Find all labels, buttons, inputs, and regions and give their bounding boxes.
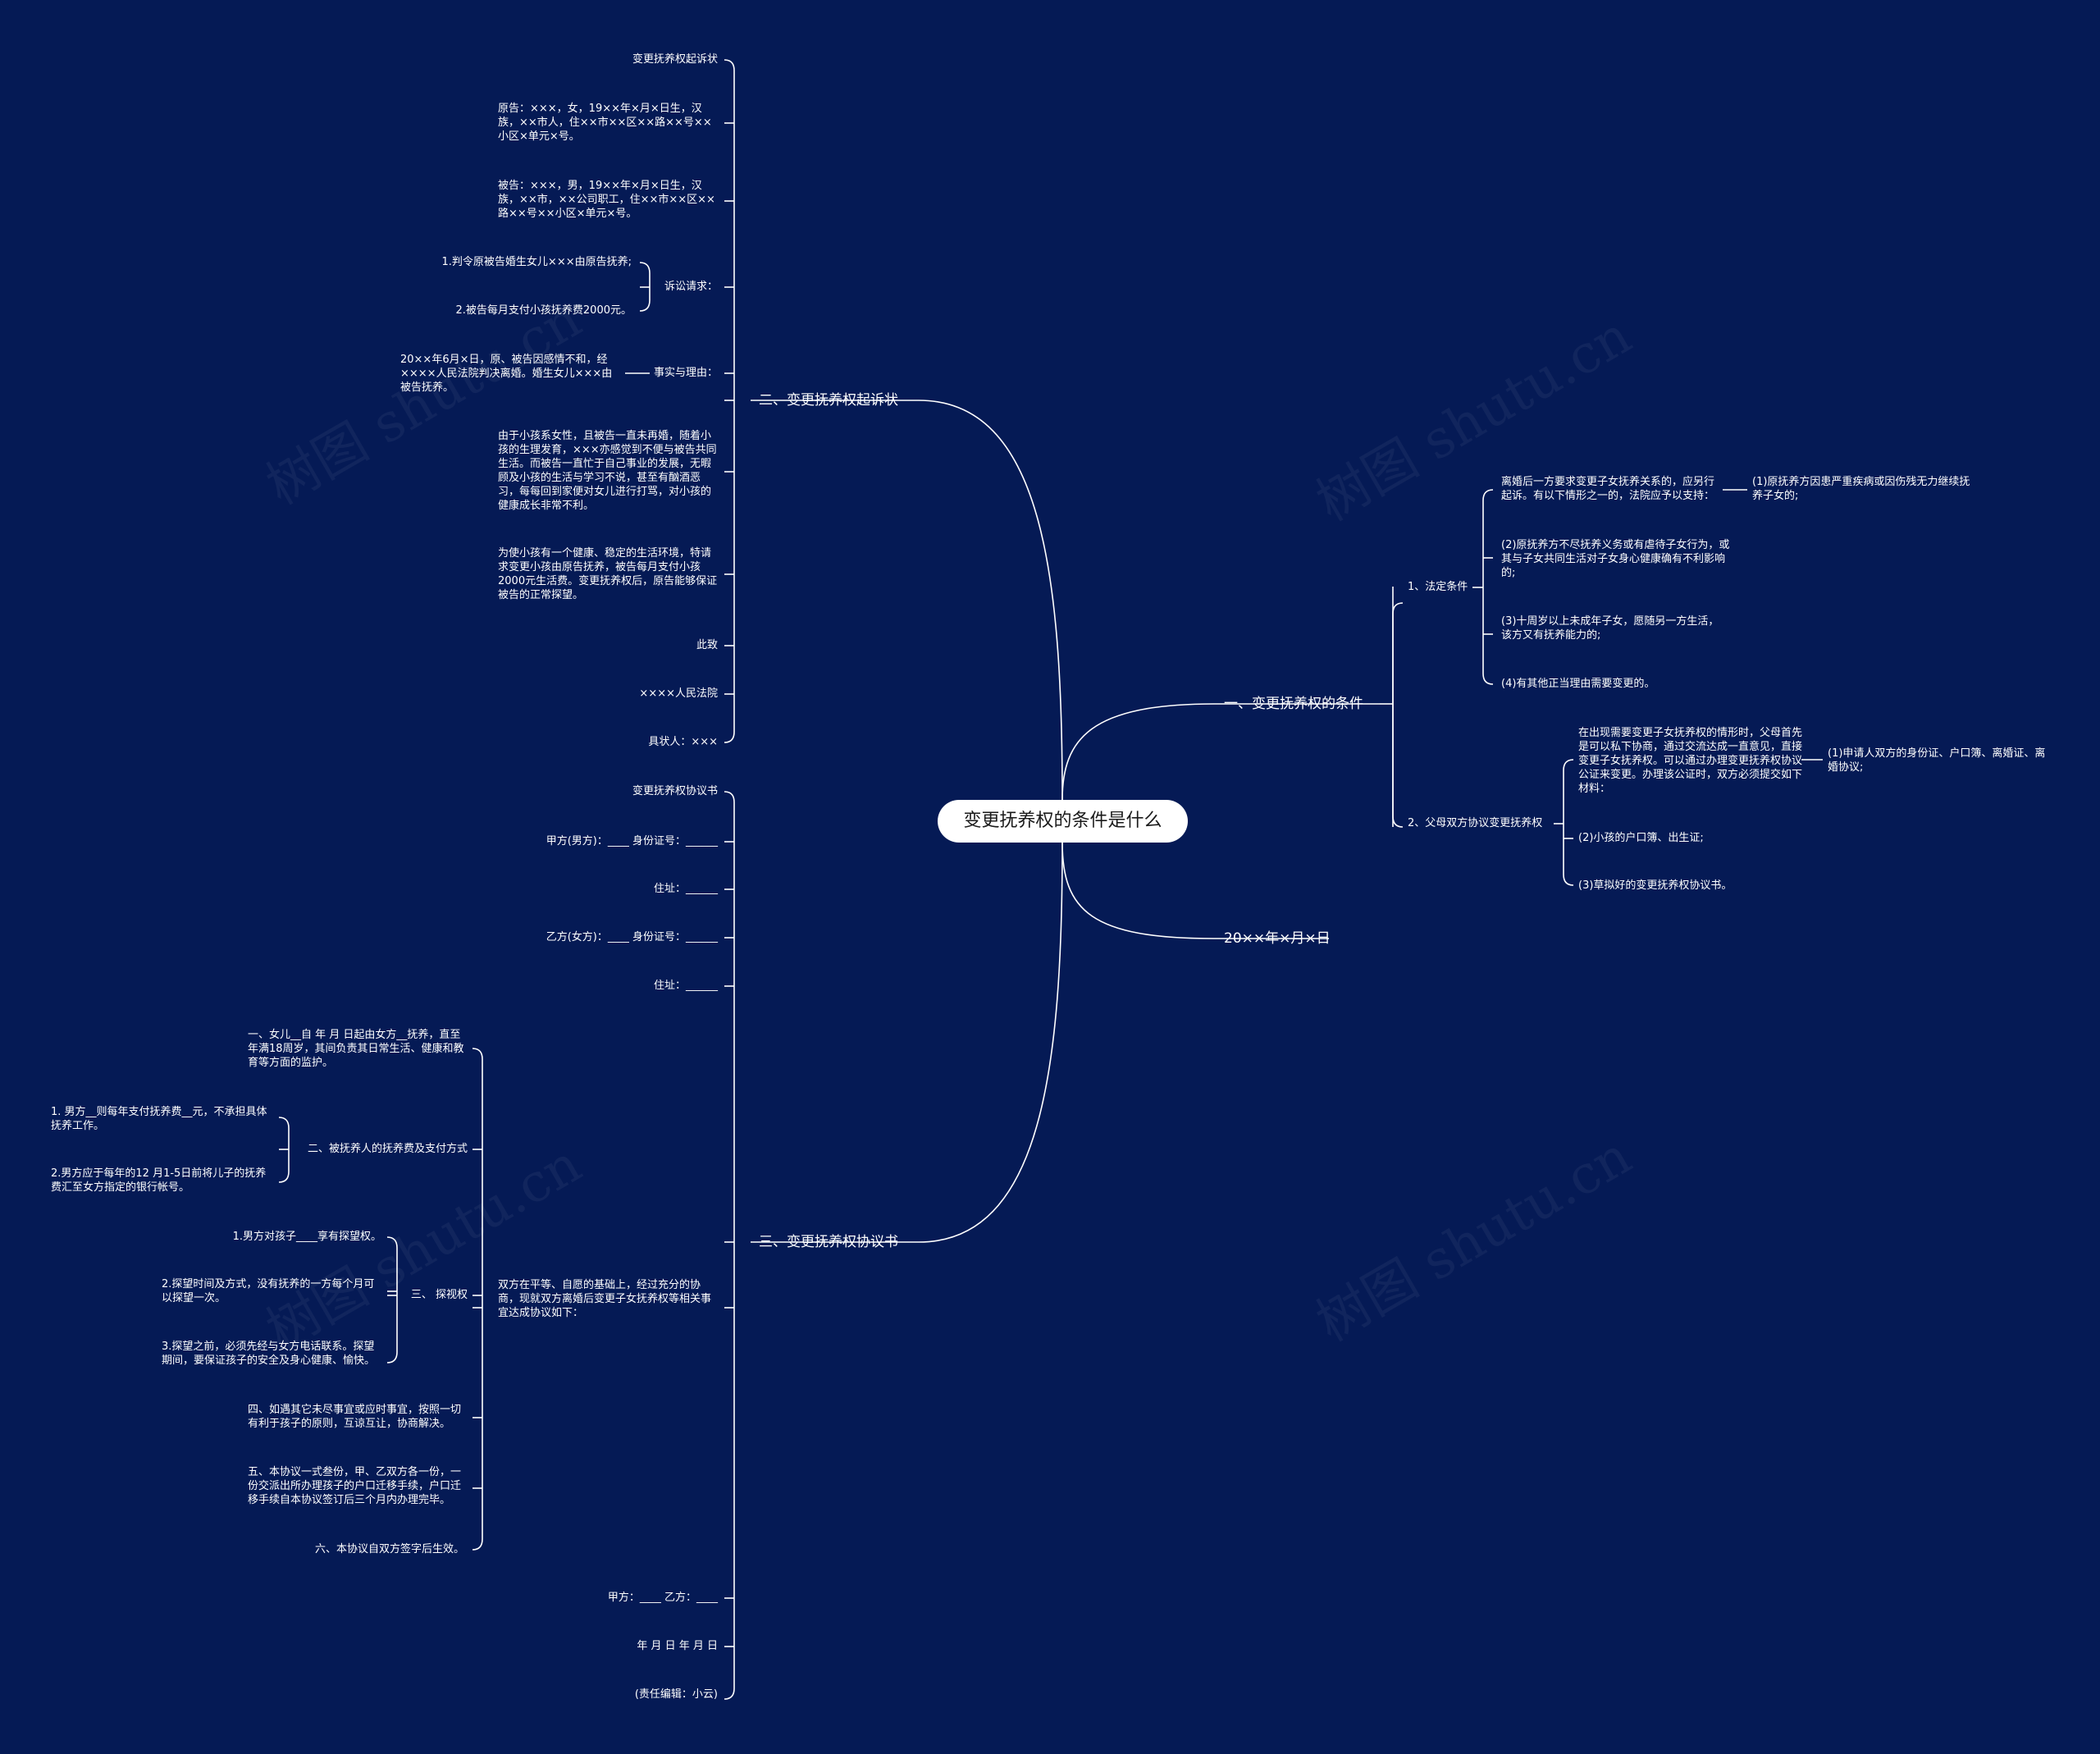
agreement-condition-label: 2、父母双方协议变更抚养权 [1408,817,1543,829]
agreement-party-a: 甲方(男方)：____ 身份证号：______ [546,835,718,847]
conditions-branch-label: 一、变更抚养权的条件 [1224,696,1363,712]
complaint-defendant: 被告：×××，男，19××年×月×日生，汉族，××市，××公司职工，住××市××… [498,180,715,220]
agreement-sign-date: 年 月 日 年 月 日 [637,1640,718,1652]
complaint-closing: 此致 [696,639,718,651]
agreement-clause-3-label: 三、 探视权 [410,1289,468,1301]
complaint-facts: 20××年6月×日，原、被告因感情不和，经××××人民法院判决离婚。婚生女儿××… [400,354,613,394]
agreement-clause-3-item-2: 2.探望时间及方式，没有抚养的一方每个月可以探望一次。 [162,1278,375,1304]
complaint-claims-label: 诉讼请求： [664,281,718,293]
complaint-para-2: 由于小孩系女性，且被告一直未再婚，随着小孩的生理发育，×××亦感觉到不便与被告共… [498,430,717,512]
agreement-address-b: 住址：______ [653,980,718,992]
complaint-claim-2: 2.被告每月支付小孩抚养费2000元。 [455,304,632,317]
agreement-header: 变更抚养权协议书 [632,785,718,797]
root-node: 变更抚养权的条件是什么 [938,800,1188,843]
complaint-plaintiff: 原告：×××，女，19××年×月×日生，汉族，××市人，住××市××区××路××… [498,103,712,143]
agreement-clause-2-item-1: 1. 男方__则每年支付抚养费__元，不承担具体抚养工作。 [51,1106,267,1132]
agreement-clause-3-item-3: 3.探望之前，必须先经与女方电话联系。探望期间，要保证孩子的安全及身心健康、愉快… [162,1341,376,1367]
complaint-header: 变更抚养权起诉状 [632,53,718,66]
complaint-branch-label: 二、变更抚养权起诉状 [759,392,898,409]
agreement-condition-intro: 在出现需要变更子女抚养权的情形时，父母首先是可以私下协商，通过交流达成一直意见，… [1578,727,1803,795]
date-branch-label: 20××年×月×日 [1224,930,1331,947]
editor-credit: (责任编辑：小云) [634,1688,718,1701]
link-conditions [1061,703,1215,801]
agreement-clause-1: 一、女儿__自 年 月 日起由女方__抚养，直至年满18周岁，其间负责其日常生活… [248,1029,464,1069]
agreement-body: 双方在平等、自愿的基础上，经过充分的协商，现就双方离婚后变更子女抚养权等相关事宜… [498,1279,712,1319]
agreement-signatures: 甲方：____ 乙方：____ [607,1592,718,1604]
agreement-clause-6: 六、本协议自双方签字后生效。 [314,1543,464,1555]
legal-conditions-label: 1、法定条件 [1408,581,1468,593]
legal-condition-item-3: (3)十周岁以上未成年子女，愿随另一方生活，该方又有抚养能力的; [1501,615,1719,642]
complaint-facts-label: 事实与理由： [653,367,718,379]
agreement-party-b: 乙方(女方)：____ 身份证号：______ [546,931,718,943]
link-agreement [918,842,1063,1243]
agreement-branch-label: 三、变更抚养权协议书 [759,1234,898,1250]
complaint-signer: 具状人：××× [648,736,718,748]
link-complaint [918,400,1063,801]
agreement-clause-2-label: 二、被抚养人的抚养费及支付方式 [307,1143,468,1155]
agreement-clause-5: 五、本协议一式叁份，甲、乙双方各一份，一份交派出所办理孩子的户口迁移手续，户口迁… [248,1466,462,1506]
legal-condition-item-2: (2)原抚养方不尽抚养义务或有虐待子女行为，或其与子女共同生活对子女身心健康确有… [1501,539,1730,579]
complaint-para-3: 为使小孩有一个健康、稳定的生活环境，特请求变更小孩由原告抚养，被告每月支付小孩2… [498,547,718,601]
legal-condition-item-4: (4)有其他正当理由需要变更的。 [1501,678,1655,690]
legal-condition-item-1: (1)原抚养方因患严重疾病或因伤残无力继续抚养子女的; [1752,476,1970,502]
agreement-material-3: (3)草拟好的变更抚养权协议书。 [1578,879,1732,892]
agreement-clause-4: 四、如遇其它未尽事宜或应时事宜，按照一切有利于孩子的原则，互谅互让，协商解决。 [248,1404,462,1430]
complaint-court: ××××人民法院 [639,687,718,700]
agreement-address-a: 住址：______ [653,883,718,895]
agreement-material-1: (1)申请人双方的身份证、户口簿、离婚证、离婚协议; [1828,747,2046,774]
link-date [1061,842,1215,939]
legal-conditions-intro: 离婚后一方要求变更子女抚养关系的，应另行起诉。有以下情形之一的，法院应予以支持： [1501,476,1715,502]
agreement-clause-2-item-2: 2.男方应于每年的12 月1-5日前将儿子的抚养费汇至女方指定的银行帐号。 [51,1167,267,1194]
complaint-claim-1: 1.判令原被告婚生女儿×××由原告抚养; [441,256,632,268]
agreement-material-2: (2)小孩的户口簿、出生证; [1578,832,1704,844]
agreement-clause-3-item-1: 1.男方对孩子____享有探望权。 [232,1231,381,1243]
